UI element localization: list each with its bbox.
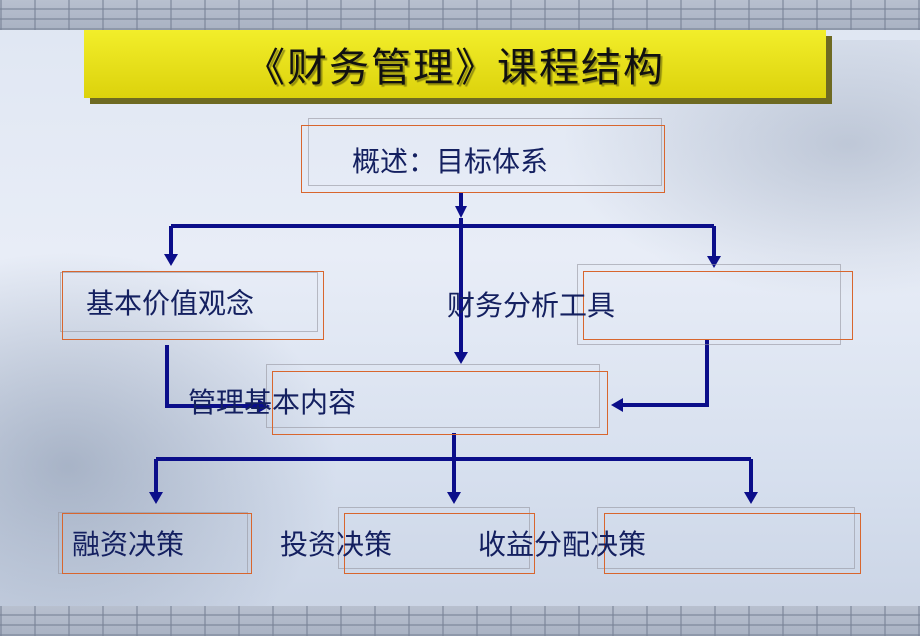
analysis-tools-label: 财务分析工具 <box>447 289 616 322</box>
arrow-basic-values-to-core <box>165 345 262 408</box>
analysis-tools-box-shadow <box>577 264 841 345</box>
wall-decoration-left <box>0 250 340 610</box>
brick-border-top <box>0 0 920 30</box>
analysis-tools-box <box>583 271 853 340</box>
investment-box-shadow <box>338 507 530 569</box>
investment-label: 投资决策 <box>280 528 393 561</box>
brick-border-bottom <box>0 606 920 636</box>
distribution-box <box>604 513 861 574</box>
investment-box <box>344 513 535 574</box>
basic-values-box <box>62 271 324 340</box>
core-content-box-shadow <box>266 364 600 428</box>
overview-box <box>301 125 665 193</box>
title-bar: 《财务管理》课程结构 <box>84 30 826 98</box>
distribution-label: 收益分配决策 <box>478 528 647 561</box>
distribution-box-shadow <box>597 507 855 569</box>
core-content-label: 管理基本内容 <box>188 386 357 419</box>
financing-label: 融资决策 <box>72 528 185 561</box>
core-content-box <box>272 371 608 435</box>
financing-box <box>62 513 252 574</box>
overview-box-shadow <box>308 118 662 186</box>
slide-title: 《财务管理》课程结构 <box>245 45 665 91</box>
basic-values-box-shadow <box>60 272 318 332</box>
arrow-analysis-to-core <box>620 339 709 407</box>
overview-label: 概述：目标体系 <box>352 145 549 178</box>
basic-values-label: 基本价值观念 <box>86 287 255 320</box>
